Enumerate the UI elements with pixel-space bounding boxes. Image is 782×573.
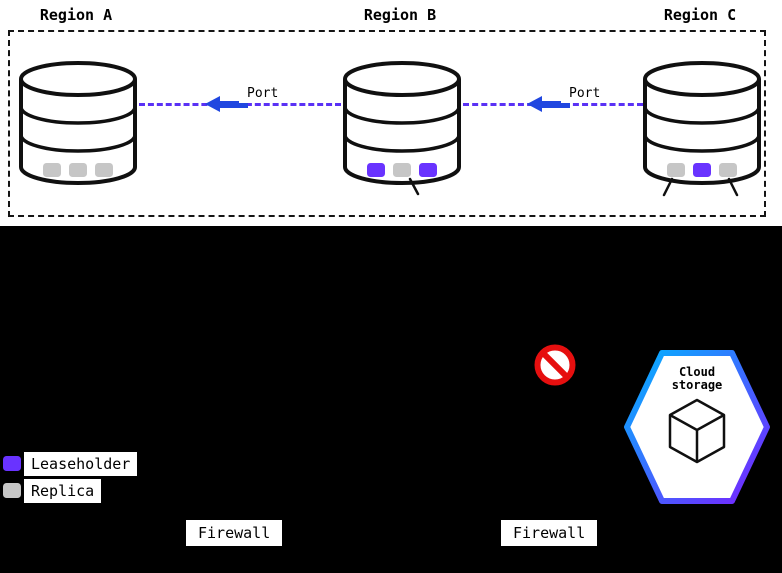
- leaseholder-legend-label: Leaseholder: [24, 452, 138, 476]
- database-icon: [19, 61, 137, 185]
- region-a-label: Region A: [28, 4, 124, 26]
- regions-boundary: [8, 30, 766, 217]
- arrow-left-icon: [527, 96, 570, 112]
- database-icon: [643, 61, 761, 185]
- firewall-label-1: Firewall: [186, 520, 283, 546]
- replica-dot: [667, 163, 685, 177]
- port-label-bc: Port: [561, 84, 609, 103]
- arrow-left-icon: [205, 96, 248, 112]
- leaseholder-swatch: [3, 456, 21, 471]
- leaseholder-dot: [367, 163, 385, 177]
- region-b-label: Region B: [352, 4, 448, 26]
- replica-swatch: [3, 483, 21, 498]
- blocked-icon: [532, 342, 578, 388]
- arrow-bar: [542, 100, 570, 108]
- replica-dot: [43, 163, 61, 177]
- replica-dot: [393, 163, 411, 177]
- replica-legend-label: Replica: [24, 479, 102, 503]
- database-region-a: [18, 58, 138, 208]
- cube-icon: [668, 398, 726, 464]
- cloud-storage-label: Cloud storage: [671, 365, 723, 392]
- region-c-label: Region C: [652, 4, 748, 26]
- database-region-c: [642, 58, 762, 208]
- leaseholder-dot: [693, 163, 711, 177]
- port-label-ab: Port: [239, 84, 287, 103]
- database-region-b: [342, 58, 462, 208]
- replica-dot: [69, 163, 87, 177]
- arrow-bar: [220, 100, 248, 108]
- database-icon: [343, 61, 461, 185]
- cloud-storage-hexagon-icon: [624, 350, 770, 504]
- cloud-storage: Cloud storage: [622, 348, 772, 506]
- leaseholder-dot: [419, 163, 437, 177]
- arrow-head: [527, 96, 542, 112]
- replica-dot: [95, 163, 113, 177]
- firewall-label-2: Firewall: [501, 520, 598, 546]
- replica-dot: [719, 163, 737, 177]
- arrow-head: [205, 96, 220, 112]
